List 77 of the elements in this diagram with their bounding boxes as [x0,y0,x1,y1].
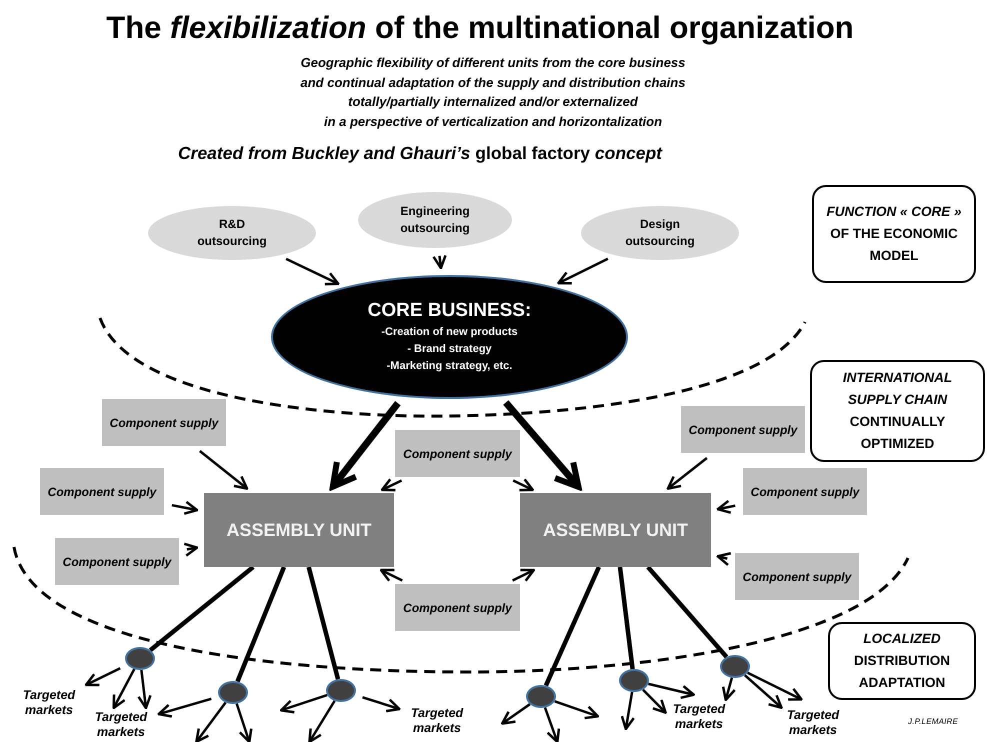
arrow [503,400,582,490]
arrow [666,457,708,490]
connector-line [306,566,340,680]
arrow [500,703,531,725]
arrow [84,667,121,686]
annotation-box: INTERNATIONAL SUPPLY CHAIN CONTINUALLY OPTIMIZED [810,360,985,462]
market-label: Targeted markets [406,706,468,736]
arrow [557,258,608,284]
distribution-node-circle [218,681,248,704]
arrow [172,500,198,515]
assembly-unit-box: ASSEMBLY UNIT [204,493,394,567]
arrow [432,254,447,270]
connector-line [148,565,255,652]
arrow [620,692,635,730]
distribution-node-circle [326,679,356,702]
component-supply-box: Component supply [735,553,859,600]
distribution-node-circle [125,647,155,670]
core-business-item: - Brand strategy [407,342,492,356]
author-signature: J.P.LEMAIRE [908,717,958,726]
component-supply-box: Component supply [40,468,164,515]
market-label: Targeted markets [90,710,152,740]
arrow [182,542,198,557]
subtitle-line: and continual adaptation of the supply and distribution chains [300,74,686,92]
arrow [716,500,736,514]
distribution-node-circle [526,685,556,708]
arrow [199,450,248,490]
source-note: Created from Buckley and Ghauri’s global factory concept [177,143,664,164]
connector-line [544,566,601,687]
subtitle-line: totally/partially internalized and/or externalized [347,93,639,111]
subtitle-line: in a perspective of verticalization and horizontalization [322,112,664,131]
arrow [137,670,152,710]
annotation-box: FUNCTION « CORE » OF THE ECONOMIC MODEL [812,185,976,283]
arrow [236,703,253,742]
core-business-heading: CORE BUSINESS: [368,300,532,322]
arrow [380,568,403,582]
market-label: Targeted markets [668,702,730,732]
outsourcing-ellipse: Design outsourcing [581,206,739,260]
arrow [512,568,536,582]
outsourcing-ellipse: R&D outsourcing [148,206,316,260]
component-supply-box: Component supply [681,406,805,453]
component-supply-box: Component supply [55,538,179,585]
arrow [380,478,402,492]
annotation-box: LOCALIZED DISTRIBUTION ADAPTATION [828,622,976,700]
component-supply-box: Component supply [395,584,520,631]
arrow [195,702,227,742]
title: The flexibilization of the multinational organization [105,10,855,46]
arrow [330,401,401,490]
component-supply-box: Component supply [102,399,226,446]
arrow [112,668,136,710]
arrow [362,696,401,712]
distribution-node-circle [720,655,750,678]
arrow [544,707,560,742]
market-label: Targeted markets [18,688,80,718]
arrow [722,677,736,702]
outsourcing-ellipse: Engineering outsourcing [358,192,512,248]
component-supply-box: Component supply [395,430,520,477]
arrow [716,552,732,566]
arrow [512,478,534,492]
arrow [280,694,328,714]
arrow [554,700,600,720]
subtitle-line: Geographic flexibility of different units from the core business [300,54,686,72]
market-label: Targeted markets [782,708,844,738]
arrow [744,674,783,710]
distribution-node-circle [619,669,649,692]
assembly-unit-box: ASSEMBLY UNIT [520,493,711,567]
core-business-item: -Creation of new products [381,324,518,340]
core-business-item: -Marketing strategy, etc. [386,358,512,374]
arrow [158,698,212,718]
connector-line [618,566,635,670]
arrow [286,258,340,286]
connector-line [646,566,728,658]
connector-line [235,566,286,682]
arrow [648,682,696,700]
arrow [642,688,667,714]
arrow [747,672,803,701]
component-supply-box: Component supply [743,468,867,515]
arrow [308,700,336,742]
